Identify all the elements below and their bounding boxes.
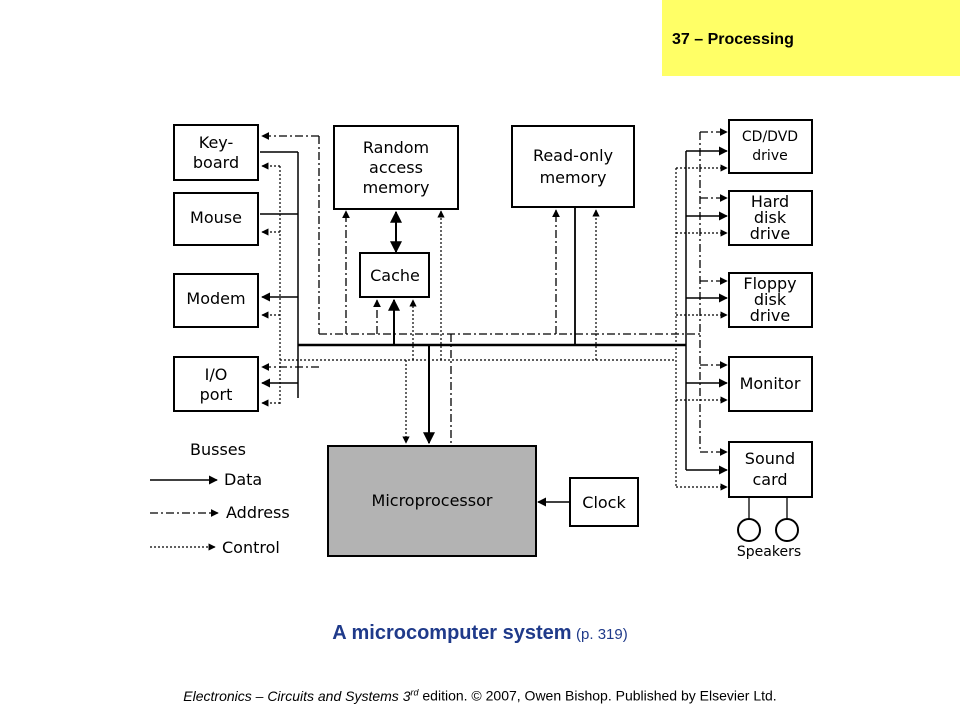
cd-dvd-block: CD/DVD drive	[728, 119, 813, 174]
floppy-box	[728, 272, 813, 328]
io-port-label-2: port	[200, 385, 233, 404]
microcomputer-diagram: Key- board Mouse Modem I/O port Random a…	[150, 119, 813, 560]
ram-label-1: Random	[363, 138, 429, 157]
cache-label: Cache	[370, 266, 420, 285]
left-speaker-icon	[737, 518, 761, 542]
monitor-label: Monitor	[740, 374, 801, 393]
cd-dvd-label-2: drive	[752, 148, 787, 164]
hard-disk-label-2: disk	[754, 208, 787, 227]
keyboard-label-1: Key-	[199, 133, 234, 152]
footer-superscript: rd	[410, 687, 419, 697]
rom-label-2: memory	[540, 168, 607, 187]
microprocessor-label: Microprocessor	[372, 491, 493, 510]
modem-label: Modem	[186, 289, 245, 308]
sound-card-label-1: Sound	[745, 449, 795, 468]
keyboard-box	[173, 124, 259, 181]
sound-card-box	[728, 441, 813, 498]
io-port-block: I/O port	[173, 356, 259, 412]
ram-box	[333, 125, 459, 210]
clock-label: Clock	[582, 493, 626, 512]
sound-card-block: Sound card	[728, 441, 813, 498]
footer-title-text: Electronics – Circuits and Systems 3	[183, 687, 411, 704]
keyboard-label-2: board	[193, 153, 239, 172]
caption-title: A microcomputer system	[332, 622, 572, 644]
microprocessor-box	[327, 445, 537, 557]
speakers-group: Speakers	[737, 518, 801, 560]
ram-block: Random access memory	[333, 125, 459, 210]
footer-citation: Electronics – Circuits and Systems 3rd e…	[0, 687, 960, 704]
footer-book-title: Electronics – Circuits and Systems 3rd	[183, 687, 419, 704]
monitor-box	[728, 356, 813, 412]
ram-label-3: memory	[363, 178, 430, 197]
rom-block: Read-only memory	[511, 125, 635, 208]
hard-disk-label-1: Hard	[751, 192, 789, 211]
mouse-box	[173, 192, 259, 246]
sound-card-label-2: card	[752, 470, 787, 489]
monitor-block: Monitor	[728, 356, 813, 412]
legend-title: Busses	[190, 440, 246, 459]
keyboard-block: Key- board	[173, 124, 259, 181]
floppy-block: Floppy disk drive	[728, 272, 813, 328]
modem-block: Modem	[173, 273, 259, 328]
rom-label-1: Read-only	[533, 146, 613, 165]
figure-caption: A microcomputer system (p. 319)	[0, 622, 960, 645]
clock-box	[569, 477, 639, 527]
floppy-label-3: drive	[750, 306, 791, 325]
cache-block: Cache	[359, 252, 430, 298]
chapter-tab: 37 – Processing	[662, 0, 960, 76]
bus-lines	[260, 128, 788, 519]
mouse-label: Mouse	[190, 208, 242, 227]
rom-box	[511, 125, 635, 208]
right-speaker-icon	[775, 518, 799, 542]
bus-legend: Busses Data Address Control	[150, 440, 290, 557]
hard-disk-block: Hard disk drive	[728, 190, 813, 246]
ram-label-2: access	[369, 158, 423, 177]
legend-data-label: Data	[224, 470, 262, 489]
mouse-block: Mouse	[173, 192, 259, 246]
caption-page-ref: (p. 319)	[576, 626, 628, 643]
cd-dvd-box	[728, 119, 813, 174]
io-port-box	[173, 356, 259, 412]
clock-block: Clock	[569, 477, 639, 527]
chapter-title: 37 – Processing	[672, 31, 794, 48]
hard-disk-label-3: drive	[750, 224, 791, 243]
io-port-label-1: I/O	[205, 365, 228, 384]
modem-box	[173, 273, 259, 328]
speakers-label: Speakers	[737, 544, 801, 560]
footer-publisher: edition. © 2007, Owen Bishop. Published …	[418, 687, 777, 704]
hard-disk-box	[728, 190, 813, 246]
microprocessor-block: Microprocessor	[327, 445, 537, 557]
legend-address-label: Address	[226, 503, 290, 522]
floppy-label-2: disk	[754, 290, 787, 309]
legend-control-label: Control	[222, 538, 280, 557]
floppy-label-1: Floppy	[743, 274, 796, 293]
cache-box	[359, 252, 430, 298]
cd-dvd-label-1: CD/DVD	[742, 129, 798, 145]
